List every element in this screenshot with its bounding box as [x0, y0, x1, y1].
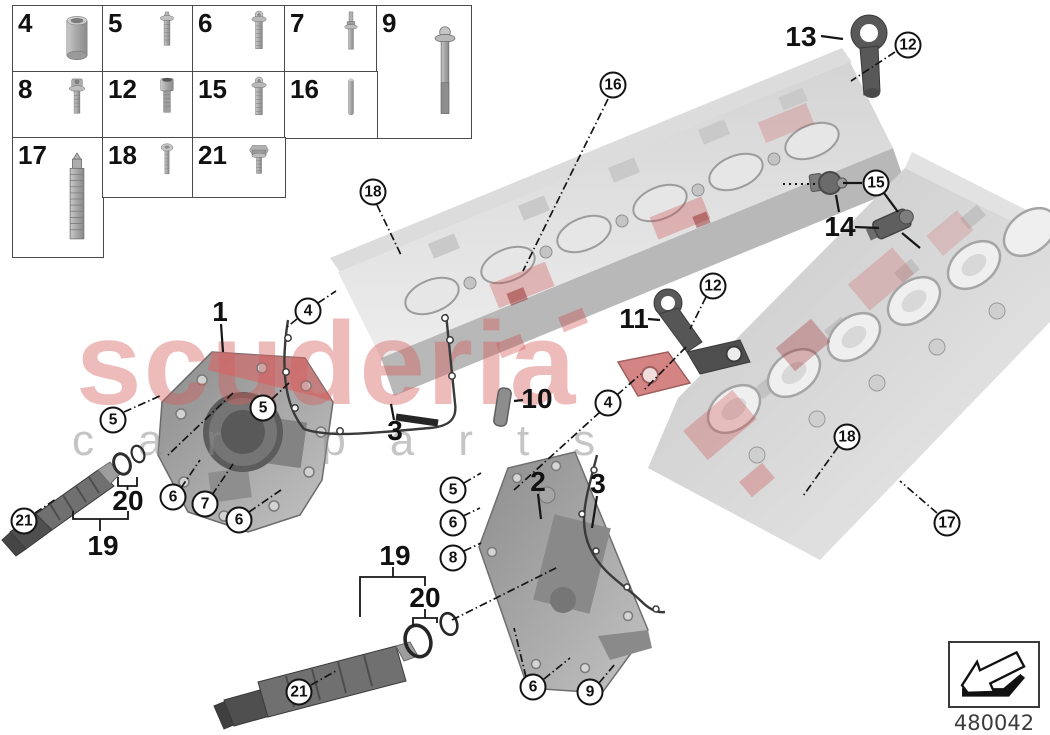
callout-20: 20 [409, 582, 441, 613]
fastener-number: 21 [198, 140, 227, 170]
fastener-cell-21: 21 [192, 137, 286, 198]
callout-4: 4 [294, 297, 322, 325]
callout-4: 4 [594, 389, 622, 417]
callout-12: 12 [699, 272, 727, 300]
long-stud-icon [54, 142, 100, 253]
lower-gasket-outline [578, 454, 666, 614]
fastener-number: 6 [198, 8, 213, 38]
lifting-eye-part [850, 14, 888, 98]
hex-bolt-icon [236, 142, 282, 193]
callout-6: 6 [225, 506, 253, 534]
support-bracket-part [653, 288, 751, 375]
group-brackets [72, 477, 438, 626]
fastener-number: 9 [382, 8, 397, 38]
callout-5: 5 [99, 406, 127, 434]
flange-screw-icon [236, 10, 282, 68]
socket-screw-icon [144, 76, 190, 134]
callout-17: 17 [933, 509, 961, 537]
callout-14: 14 [824, 211, 856, 242]
callout-21: 21 [285, 678, 313, 706]
fastener-cell-7: 7 [284, 5, 378, 73]
callout-18: 18 [359, 178, 387, 206]
highlighted-bracket-part [616, 351, 692, 397]
fastener-cell-18: 18 [102, 137, 194, 198]
callout-6: 6 [439, 509, 467, 537]
diagram-code: 480042 [953, 711, 1035, 735]
camshaft-sensor-a [808, 171, 848, 195]
fastener-number: 16 [290, 74, 319, 104]
fastener-cell-8: 8 [12, 71, 104, 139]
fastener-number: 8 [18, 74, 33, 104]
cylinder-head-top-image [330, 48, 906, 396]
callout-13: 13 [785, 21, 817, 52]
fastener-cell-4: 4 [12, 5, 104, 73]
callout-18: 18 [833, 423, 861, 451]
fastener-cell-5: 5 [102, 5, 194, 73]
callout-3: 3 [590, 468, 606, 499]
o-ring-large-left [112, 452, 132, 476]
callout-5: 5 [249, 394, 277, 422]
fastener-cell-17: 17 [12, 137, 104, 258]
fastener-cell-15: 15 [192, 71, 286, 139]
upper-gasket-outline [282, 313, 457, 436]
bighead-screw-icon [54, 76, 100, 134]
fastener-cell-9: 9 [376, 5, 472, 139]
fastener-cell-16: 16 [284, 71, 378, 139]
long-bolt-icon [422, 10, 468, 134]
callout-19: 19 [87, 530, 119, 561]
screw-icon [144, 10, 190, 68]
fastener-number: 17 [18, 140, 47, 170]
o-ring-small-bottom [439, 611, 459, 637]
cylinder-head-front-image [648, 152, 1050, 560]
label-lines [219, 34, 921, 529]
callout-12: 12 [894, 31, 922, 59]
fastener-number: 12 [108, 74, 137, 104]
sleeve-icon [54, 10, 100, 68]
dowel-pin-part [493, 387, 512, 427]
callout-7: 7 [191, 490, 219, 518]
callout-6: 6 [159, 483, 187, 511]
callout-11: 11 [619, 303, 649, 334]
callout-16: 16 [599, 71, 627, 99]
o-ring-small-left [130, 444, 146, 464]
callout-15: 15 [862, 169, 890, 197]
callout-19: 19 [379, 540, 411, 571]
fastener-number: 15 [198, 74, 227, 104]
callout-8: 8 [439, 544, 467, 572]
fastener-cell-12: 12 [102, 71, 194, 139]
direction-arrow-icon [960, 650, 1026, 697]
callout-20: 20 [112, 485, 144, 516]
pin-icon [328, 76, 374, 134]
camshaft-sensor-b [865, 208, 914, 241]
callout-2: 2 [530, 466, 546, 497]
flange-screw-icon [236, 76, 282, 134]
fastener-number: 4 [18, 8, 33, 38]
diagram-code-box [948, 641, 1040, 708]
watermark-brand: scuderia [76, 298, 578, 430]
callout-3: 3 [387, 415, 403, 446]
callout-10: 10 [521, 383, 553, 414]
fastener-cell-6: 6 [192, 5, 286, 73]
fastener-number: 5 [108, 8, 123, 38]
fastener-number: 18 [108, 140, 137, 170]
callout-9: 9 [576, 678, 604, 706]
callout-6: 6 [519, 673, 547, 701]
callout-1: 1 [212, 296, 228, 327]
leader-lines [34, 51, 938, 686]
stud-icon [328, 10, 374, 68]
callout-21: 21 [10, 507, 38, 535]
watermark-sub: car parts [72, 416, 640, 465]
pan-screw-icon [144, 142, 190, 193]
callout-5: 5 [439, 476, 467, 504]
fastener-number: 7 [290, 8, 305, 38]
